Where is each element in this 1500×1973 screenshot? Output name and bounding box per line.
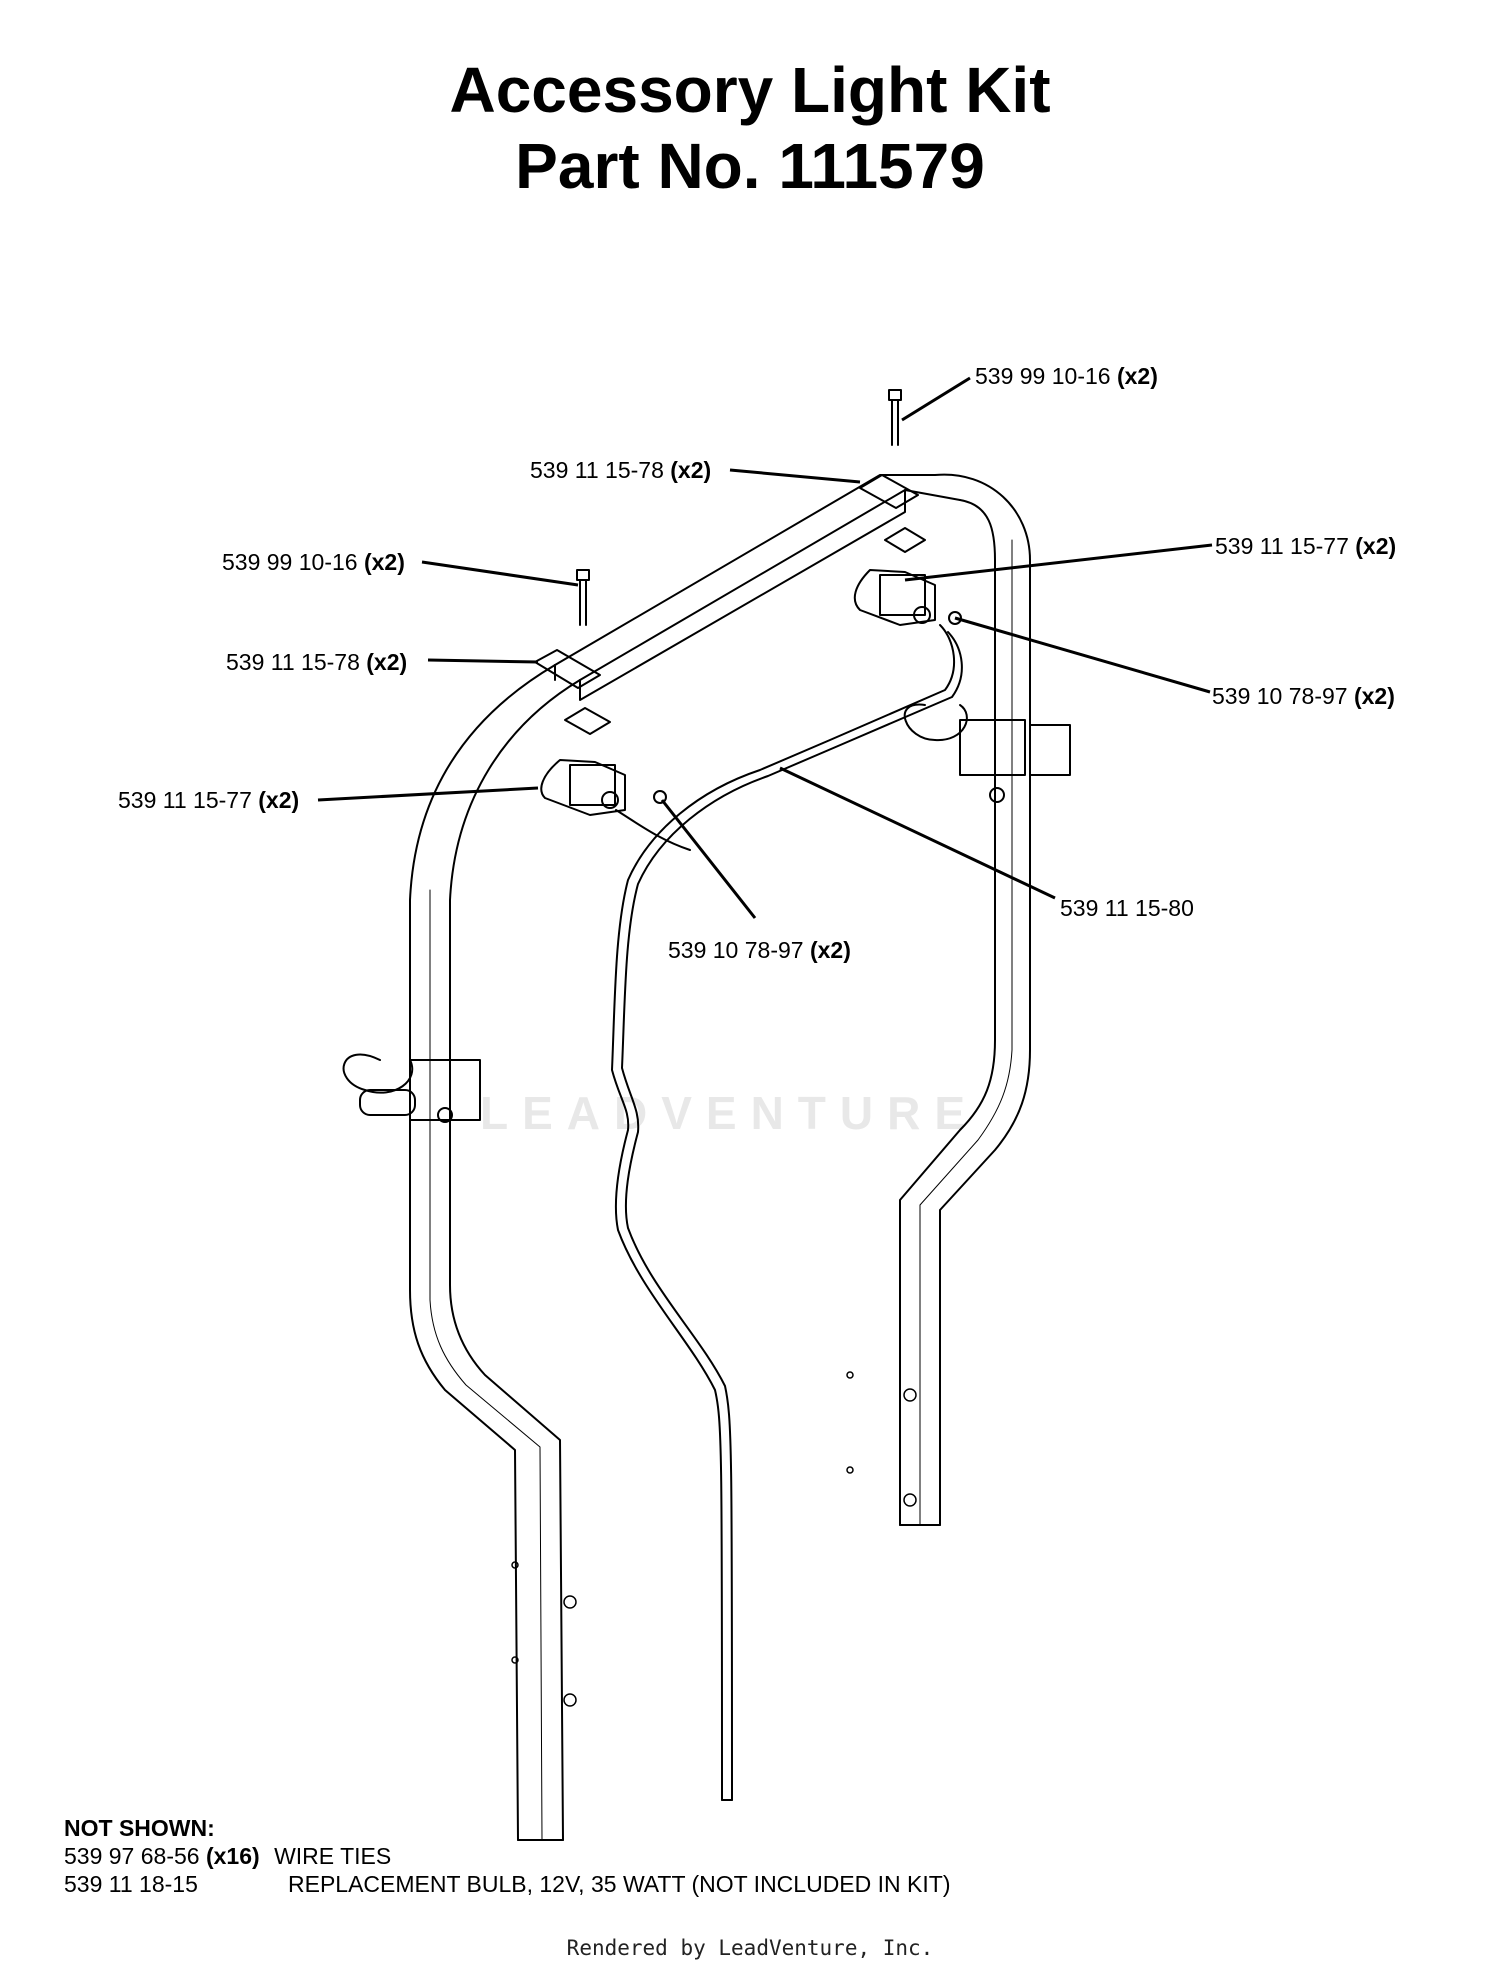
- top-bracket-left: [534, 649, 611, 735]
- callout-qty: (x2): [809, 937, 851, 963]
- tube-holes-right: [846, 1371, 917, 1507]
- callout-c8: 539 11 15-80: [1060, 894, 1194, 922]
- not-shown-part: 539 11 18-15: [64, 1871, 198, 1897]
- not-shown-item: 539 11 18-15: [64, 1870, 198, 1898]
- callout-qty: (x2): [366, 649, 408, 675]
- leader-c1: [901, 376, 971, 422]
- not-shown-qty: (x16): [205, 1843, 260, 1869]
- callout-part: 539 10 78-97: [1212, 683, 1348, 709]
- callout-part: 539 11 15-77: [118, 787, 252, 813]
- leader-c3: [421, 560, 579, 587]
- lamp-right: [853, 569, 962, 626]
- callout-qty: (x2): [363, 549, 405, 575]
- callout-qty: (x2): [1116, 363, 1158, 389]
- callout-c5: 539 11 15-78 (x2): [226, 648, 407, 676]
- footer-credit: Rendered by LeadVenture, Inc.: [566, 1936, 934, 1960]
- callout-part: 539 11 15-78: [226, 649, 360, 675]
- callout-c4: 539 11 15-77 (x2): [1215, 532, 1396, 560]
- top-cross-bar: [554, 474, 961, 701]
- latch-left: [342, 1053, 481, 1123]
- not-shown-item: 539 97 68-56 (x16) WIRE TIES: [64, 1842, 391, 1870]
- bolt-top-left: [576, 569, 590, 626]
- not-shown-heading: NOT SHOWN:: [64, 1815, 215, 1841]
- leader-c7: [317, 786, 539, 802]
- callout-c2: 539 11 15-78 (x2): [530, 456, 711, 484]
- callout-qty: (x2): [1353, 683, 1395, 709]
- callout-c7: 539 11 15-77 (x2): [118, 786, 299, 814]
- right-handle-tube: [899, 473, 1031, 1526]
- wire-harness: [611, 624, 963, 1801]
- leader-c6: [954, 616, 1211, 694]
- left-handle-tube: [409, 664, 581, 1841]
- callout-qty: (x2): [258, 787, 300, 813]
- callout-c3: 539 99 10-16 (x2): [222, 548, 405, 576]
- leader-c4: [904, 543, 1213, 582]
- callout-part: 539 99 10-16: [975, 363, 1111, 389]
- leader-c2: [729, 468, 861, 484]
- leader-c5: [427, 658, 539, 664]
- lamp-left: [540, 759, 667, 816]
- watermark-text: LEADVENTURE: [480, 1087, 980, 1139]
- callout-c9: 539 10 78-97 (x2): [668, 936, 851, 964]
- callout-part: 539 11 15-80: [1060, 895, 1194, 921]
- not-shown-desc: WIRE TIES: [274, 1843, 392, 1869]
- not-shown-part: 539 97 68-56: [64, 1843, 200, 1869]
- callout-part: 539 11 15-77: [1215, 533, 1349, 559]
- leader-c8: [779, 766, 1056, 900]
- callout-qty: (x2): [670, 457, 712, 483]
- bolt-top-right: [888, 389, 902, 446]
- top-bracket-right: [859, 474, 926, 553]
- callout-part: 539 10 78-97: [668, 937, 804, 963]
- callout-part: 539 99 10-16: [222, 549, 358, 575]
- callout-c6: 539 10 78-97 (x2): [1212, 682, 1395, 710]
- not-shown-desc: REPLACEMENT BULB, 12V, 35 WATT (NOT INCL…: [288, 1871, 951, 1897]
- tube-holes-left: [511, 1561, 577, 1707]
- diagram-title-line2: Part No. 111579: [515, 130, 985, 202]
- latch-right: [903, 703, 1071, 803]
- callout-c1: 539 99 10-16 (x2): [975, 362, 1158, 390]
- leader-c9: [660, 799, 757, 919]
- diagram-title-line1: Accessory Light Kit: [449, 54, 1051, 126]
- callout-qty: (x2): [1355, 533, 1397, 559]
- leader-lines: [317, 376, 1213, 919]
- callout-part: 539 11 15-78: [530, 457, 664, 483]
